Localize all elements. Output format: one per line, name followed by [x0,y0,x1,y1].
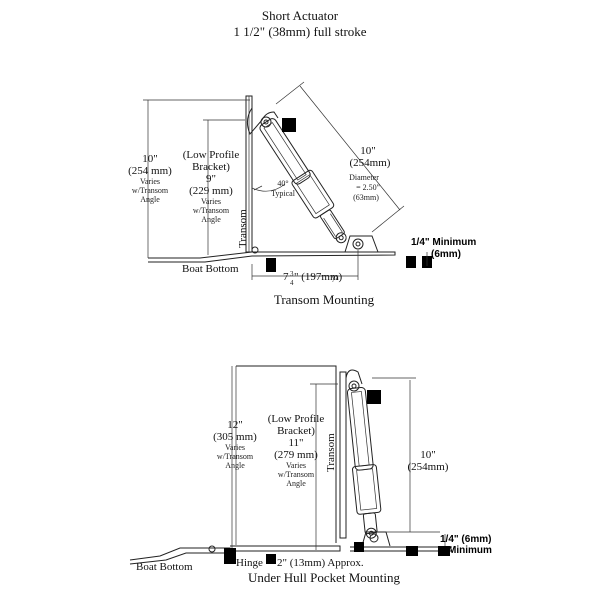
boat-bottom-label: Boat Bottom [182,263,239,275]
upper-bracket-lower [345,369,363,385]
svg-text:Angle: Angle [140,195,160,204]
svg-text:Typical: Typical [271,189,296,198]
svg-text:(63mm): (63mm) [353,193,379,202]
minimum-word-lower: Minimum [448,545,492,556]
svg-text:w/Transom: w/Transom [217,452,254,461]
total-height-inches-lower: 12" [227,419,243,431]
diameter-label: Diameter [349,173,379,182]
total-height-mm-lower: (305 mm) [213,431,257,443]
boat-bottom-line [148,251,396,263]
svg-text:w/Transom: w/Transom [132,186,169,195]
actuator-length-mm-lower: (254mm) [408,461,449,473]
actuator-body [259,118,347,244]
transom-plate-lower [339,371,347,539]
base-dimension-main: 7 [283,271,289,283]
angle-label: 40° [277,179,288,188]
svg-text:Angle: Angle [225,461,245,470]
svg-text:Varies: Varies [140,177,160,186]
hinge-dimension: 2" (13mm) Approx. [277,557,364,569]
bracket-height-mm-lower: (279 mm) [274,449,318,461]
svg-text:w/Transom: w/Transom [278,470,315,479]
pocket-wall [236,365,337,543]
bottom-bracket [344,235,379,253]
svg-text:= 2.50": = 2.50" [356,183,380,192]
diagram-subtitle: 1 1/2" (38mm) full stroke [233,24,366,39]
transom-mounting-figure: 10" (254 mm) Varies w/Transom Angle (Low… [128,81,476,307]
svg-text:Varies: Varies [225,443,245,452]
bracket-label-lower: (Low Profile [268,413,325,425]
svg-text:Bracket): Bracket) [192,161,230,173]
minimum-mm: (6mm) [431,249,461,260]
minimum-inches-lower: 1/4" (6mm) [440,534,491,545]
svg-text:Varies: Varies [201,197,221,206]
actuator-length-mm: (254mm) [350,157,391,169]
transom-label: Transom [237,209,249,248]
base-dimension-mm: " (197mm) [294,271,343,283]
total-height-mm: (254 mm) [128,165,172,177]
bracket-height-inches: 9" [206,173,216,185]
svg-text:ya: ya [332,274,340,282]
bracket-height-mm: (229 mm) [189,185,233,197]
svg-text:3: 3 [290,270,294,278]
svg-text:w/Transom: w/Transom [193,206,230,215]
svg-text:Bracket): Bracket) [277,425,315,437]
actuator-length-dimension-line [299,85,401,211]
actuator-length-inches-lower: 10" [420,449,436,461]
minimum-inches: 1/4" Minimum [411,237,476,248]
svg-text:Angle: Angle [286,479,306,488]
svg-text:Angle: Angle [201,215,221,224]
total-height-inches: 10" [142,153,158,165]
diagram-title: Short Actuator [262,8,339,23]
transom-mounting-caption: Transom Mounting [274,292,375,307]
bracket-height-inches-lower: 11" [288,437,303,449]
actuator-body-lower [346,386,382,539]
bracket-label: (Low Profile [183,149,240,161]
svg-text:Varies: Varies [286,461,306,470]
under-hull-mounting-caption: Under Hull Pocket Mounting [248,570,401,585]
under-hull-mounting-figure: 12" (305 mm) Varies w/Transom Angle (Low… [129,365,492,585]
actuator-length-inches: 10" [360,145,376,157]
transom-label-lower: Transom [325,433,337,472]
hinge-label: Hinge [236,557,263,569]
upper-bracket [246,107,279,135]
boat-bottom-label-lower: Boat Bottom [136,561,193,573]
bottom-bracket-lower [361,531,391,547]
svg-text:4: 4 [290,279,294,287]
